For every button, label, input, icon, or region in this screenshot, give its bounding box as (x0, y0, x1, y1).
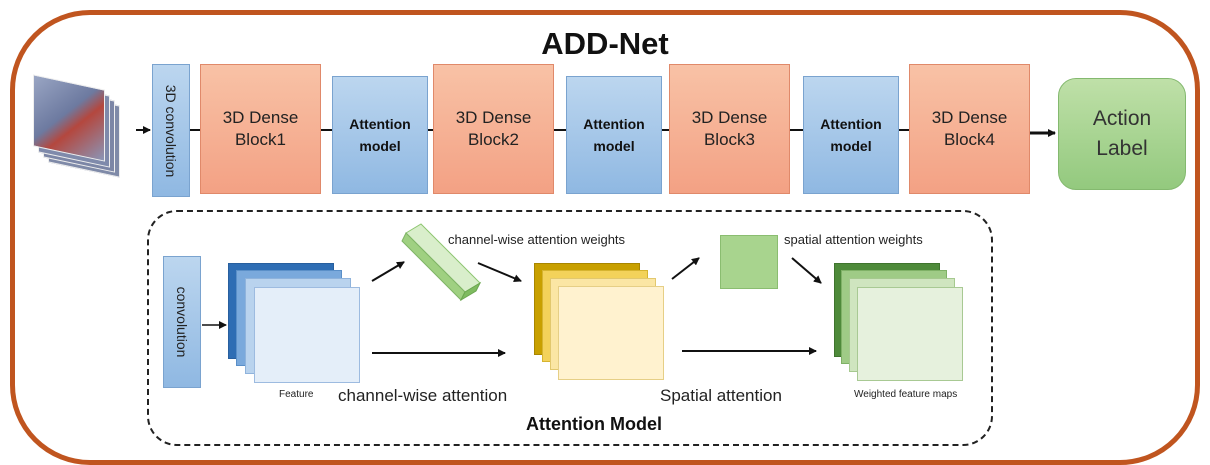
channel-attention-label: channel-wise attention (338, 386, 508, 405)
weighted-maps-label: Weighted feature maps (854, 389, 958, 400)
feature-to-weights-arrow (371, 261, 405, 282)
dense-block-2: 3D Dense Block2 (433, 64, 554, 194)
dense-block-1: 3D Dense Block1 (200, 64, 321, 194)
yellow-to-spatial-arrow (671, 257, 700, 280)
dense-block-4: 3D Dense Block4 (909, 64, 1030, 194)
spatial-to-green-arrow (791, 257, 822, 284)
spatial-attention-label: Spatial attention (660, 386, 782, 405)
attention-block-2: Attention model (566, 76, 662, 194)
attention-model-title: Attention Model (526, 414, 662, 434)
channel-weights-label: channel-wise attention weights (448, 232, 626, 247)
attention-block-1: Attention model (332, 76, 428, 194)
diagram-title: ADD-Net (541, 26, 669, 61)
attention-model-panel (147, 210, 993, 446)
weights-to-yellow-arrow (477, 262, 522, 282)
channel-weights-bar (401, 223, 482, 302)
attention-block-3: Attention model (803, 76, 899, 194)
feature-label: Feature (279, 389, 314, 400)
dense-block-3: 3D Dense Block3 (669, 64, 790, 194)
conv3d-block: 3D convolution (152, 64, 190, 197)
convolution-block: convolution (163, 256, 201, 388)
action-label-box: Action Label (1058, 78, 1186, 190)
spatial-weights-label: spatial attention weights (784, 232, 923, 247)
spatial-weights-map (720, 235, 778, 289)
